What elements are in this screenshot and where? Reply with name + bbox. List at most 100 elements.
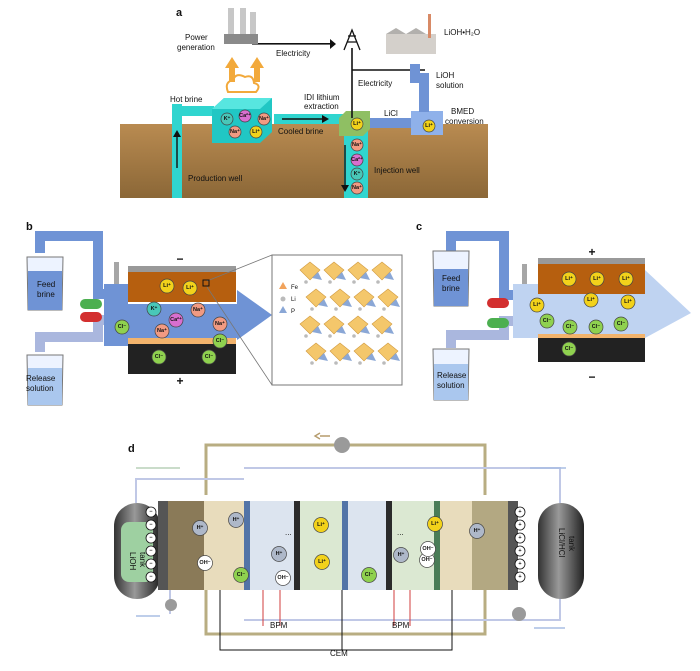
p-tetrahedron [318,299,328,307]
b-bot-0-circle [151,349,167,365]
p-tetrahedron [384,326,394,334]
left-sign: − [149,574,152,580]
c-bot-0-circle [561,341,577,357]
power-plant-icon [224,8,258,44]
d-8-label: Cl⁻ [365,572,374,578]
b-bot-0-label: Cl⁻ [155,354,164,360]
p-tetrahedron [318,353,328,361]
steam-cloud-icon [225,74,260,93]
d-6-circle [313,517,329,533]
flow-cell-b [104,284,272,346]
panel-d: d [114,432,584,658]
lfp-crystal-structure [299,261,400,365]
left-sign: − [149,548,152,554]
c-ch-0-label: Li⁺ [533,301,541,308]
li-atom [334,361,338,365]
right-sign: + [518,574,521,580]
c-top-1-ion: Li⁺ [589,271,605,287]
lioh-solution-label-1: LiOH [436,71,454,80]
d-4-circle [271,546,287,562]
pump-top-icon [334,437,350,453]
anode-b [128,272,236,302]
d-0-label: H⁺ [197,524,204,531]
release-pipe-b [35,315,104,352]
b-ch-3-label: Na⁺ [157,327,167,334]
panel-b-ions: Li⁺Li⁺K⁺Ca²⁺Na⁺Na⁺Na⁺Cl⁻Cl⁻Cl⁻Cl⁻ [114,278,228,365]
fe-octahedron [323,261,345,281]
c-ch-1-circle [583,292,599,308]
cooled-brine-arrowhead [322,115,329,123]
cem-callout [219,590,453,651]
transmission-tower-icon [343,28,361,51]
p-tetrahedron [342,299,352,307]
zoom-lines [206,254,273,386]
p-legend-icon [279,306,287,313]
injection-1-label: Ca²⁺ [351,156,363,163]
li-atom [376,280,380,284]
b-bot-1-label: Cl⁻ [205,354,214,360]
b-top-1-label: Li⁺ [186,284,194,291]
d-13-ion: H⁺ [469,523,485,539]
right-sign-circle [514,519,526,531]
bpm-2 [386,501,392,590]
lioh-h2o-label: LiOH•H₂O [444,28,480,37]
acid-compartment-1 [300,501,342,590]
fe-legend-icon [279,282,287,289]
release-label-b-1: Release [26,374,56,383]
hot-brine-label: Hot brine [170,95,203,104]
bmed-label: Li⁺ [425,122,433,129]
electricity-label-1: Electricity [276,49,310,58]
b-ch-3-circle [154,323,170,339]
licl-tank-icon [538,503,584,599]
d-2-circle [228,512,244,528]
bpm-label-1: BPM [270,621,288,630]
p-tetrahedron [360,326,370,334]
c-top-1-label: Li⁺ [593,275,601,282]
li-atom [382,361,386,365]
panel-c-ions: Li⁺Li⁺Li⁺Li⁺Li⁺Li⁺Cl⁻Cl⁻Cl⁻Cl⁻Cl⁻ [529,271,636,357]
cathode-top-c [538,334,645,338]
right-sign-circle [514,532,526,544]
cooled-brine-label: Cooled brine [278,127,324,136]
d-1-ion: OH⁻ [197,555,213,571]
b-ch-0-circle [146,301,162,317]
fe-octahedron [329,342,351,362]
c-ch-5-label: Cl⁻ [592,324,601,330]
electricity-arrow-1 [330,39,336,49]
anode-top-c [538,258,645,264]
p-tetrahedron [366,353,376,361]
b-ch-4-ion: Na⁺ [212,316,228,332]
bmed-label-1: BMED [451,107,474,116]
right-electrode [472,501,508,590]
li-atom [310,361,314,365]
d-9-label: H⁺ [398,551,405,558]
b-ch-0-label: K⁺ [151,305,158,312]
b-top-1-circle [182,280,198,296]
right-sign: + [518,561,521,567]
c-ch-4-circle [562,319,578,335]
c-ch-0-ion: Li⁺ [529,297,545,313]
fe-octahedron [305,288,327,308]
d-5-label: OH⁻ [277,575,288,581]
injection-2-label: K⁺ [354,170,361,177]
d-12-label: OH⁻ [422,546,433,552]
injection-1-ion: Ca²⁺ [350,153,364,167]
injection-1-circle [350,153,364,167]
b-ch-6-ion: Cl⁻ [212,333,228,349]
b-top-0-circle [159,278,175,294]
electrode-plus-c: + [588,245,595,259]
c-top-0-label: Li⁺ [565,275,573,282]
b-ch-2-ion: Na⁺ [190,302,206,318]
li-atom [376,334,380,338]
li-atom [304,280,308,284]
power-generation-label-2: generation [177,43,215,52]
li-atom [310,307,314,311]
left-sign-circle [145,545,157,557]
ellipsis-1: ... [285,528,292,537]
cathode-b [128,344,236,374]
feed-liquid-b [28,271,62,310]
c-top-2-ion: Li⁺ [618,271,634,287]
cem-label: CEM [330,649,348,658]
li-atom [334,307,338,311]
idi-label-2: extraction [304,102,339,111]
